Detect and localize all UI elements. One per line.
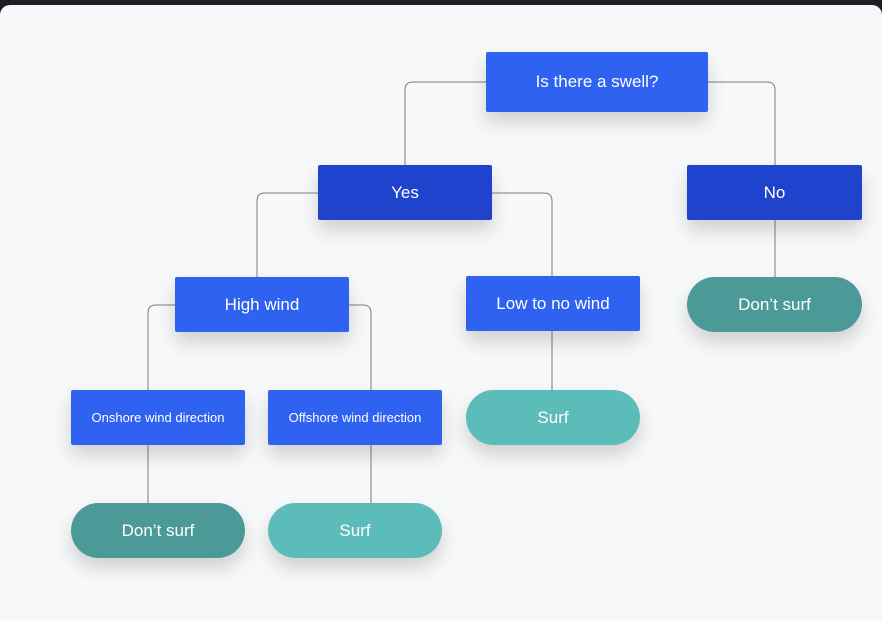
connector-lines: [147, 81, 776, 503]
node-label: Offshore wind direction: [288, 410, 422, 425]
connector-root-no: [708, 81, 776, 165]
node-high-wind: High wind: [175, 277, 349, 332]
connector-yes-low-wind: [492, 192, 553, 276]
connector-yes-high-wind: [256, 192, 318, 277]
node-low-to-no-wind: Low to no wind: [466, 276, 640, 331]
node-label: Is there a swell?: [535, 72, 659, 91]
node-label: Onshore wind direction: [91, 410, 225, 425]
node-onshore-wind-direction: Onshore wind direction: [71, 390, 245, 445]
outcome-no-dont-surf: Don’t surf: [687, 277, 862, 332]
outcome-onshore-dont-surf: Don’t surf: [71, 503, 245, 558]
node-label: No: [763, 182, 786, 202]
node-offshore-wind-direction: Offshore wind direction: [268, 390, 442, 445]
outcome-offshore-surf: Surf: [268, 503, 442, 558]
outcome-label: Surf: [339, 520, 371, 540]
connector-root-yes: [404, 81, 486, 165]
flowchart-canvas: Is there a swell? Yes No High wind Low t…: [0, 5, 882, 620]
outcome-low-wind-surf: Surf: [466, 390, 640, 445]
node-label: Yes: [391, 182, 419, 202]
node-no: No: [687, 165, 862, 220]
outcome-label: Don’t surf: [738, 294, 811, 314]
connector-high-wind-offshore: [349, 304, 372, 390]
node-yes: Yes: [318, 165, 492, 220]
connector-high-wind-onshore: [147, 304, 175, 390]
outcome-label: Don’t surf: [121, 520, 195, 540]
node-label: High wind: [224, 294, 300, 314]
outcome-label: Surf: [537, 407, 569, 427]
node-label: Low to no wind: [496, 293, 610, 313]
node-is-there-a-swell: Is there a swell?: [486, 52, 708, 112]
